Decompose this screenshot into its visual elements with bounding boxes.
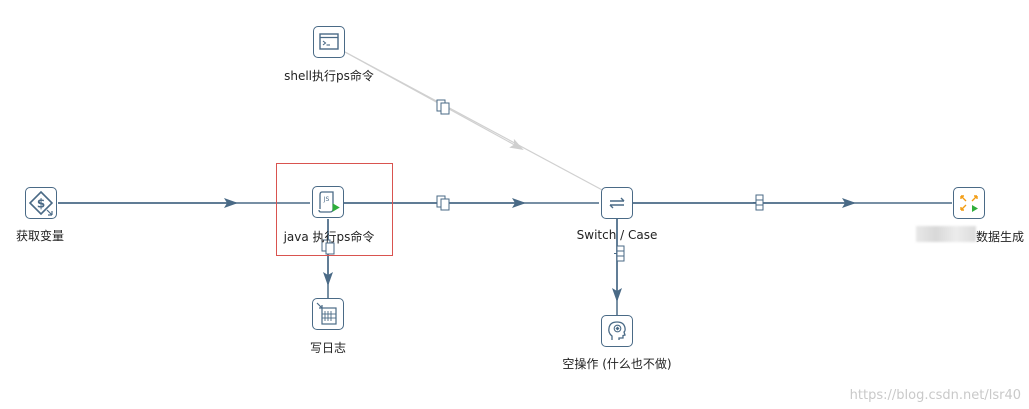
step-switch-case[interactable] — [601, 187, 633, 219]
step-label: 空操作 (什么也不做) — [562, 357, 672, 371]
step-shell-exec[interactable] — [313, 26, 345, 58]
step-label: shell执行ps命令 — [284, 69, 374, 83]
step-dummy[interactable] — [601, 315, 633, 347]
target-step-icon — [614, 245, 625, 262]
dummy-head-icon — [608, 321, 626, 340]
variable-dollar-icon: $ — [28, 190, 54, 216]
step-label: java 执行ps命令 — [283, 230, 375, 244]
svg-text:$: $ — [37, 197, 45, 211]
step-label: 写日志 — [309, 341, 347, 355]
data-generator-icon — [960, 195, 978, 212]
watermark: https://blog.csdn.net/lsr40 — [849, 388, 1021, 403]
step-get-variables[interactable]: $ — [25, 187, 57, 219]
blurred-text — [916, 226, 976, 242]
copy-rows-icon — [436, 99, 450, 115]
step-java-exec[interactable]: JS — [312, 186, 344, 218]
target-step-icon — [753, 194, 764, 211]
step-write-log[interactable] — [312, 298, 344, 330]
step-label: Switch / Case — [576, 228, 658, 242]
step-data-generate[interactable] — [953, 187, 985, 219]
javascript-script-icon: JS — [318, 191, 340, 213]
step-label: 数据生成 — [975, 230, 1025, 244]
write-log-icon — [316, 302, 337, 325]
switch-arrows-icon — [609, 197, 625, 209]
copy-rows-icon — [436, 195, 450, 211]
selection-box — [276, 163, 393, 256]
step-label: 获取变量 — [15, 229, 65, 243]
terminal-icon — [319, 33, 339, 50]
hop-shell-to-switch[interactable] — [344, 51, 607, 193]
copy-rows-icon — [321, 239, 335, 255]
svg-text:JS: JS — [323, 196, 330, 203]
